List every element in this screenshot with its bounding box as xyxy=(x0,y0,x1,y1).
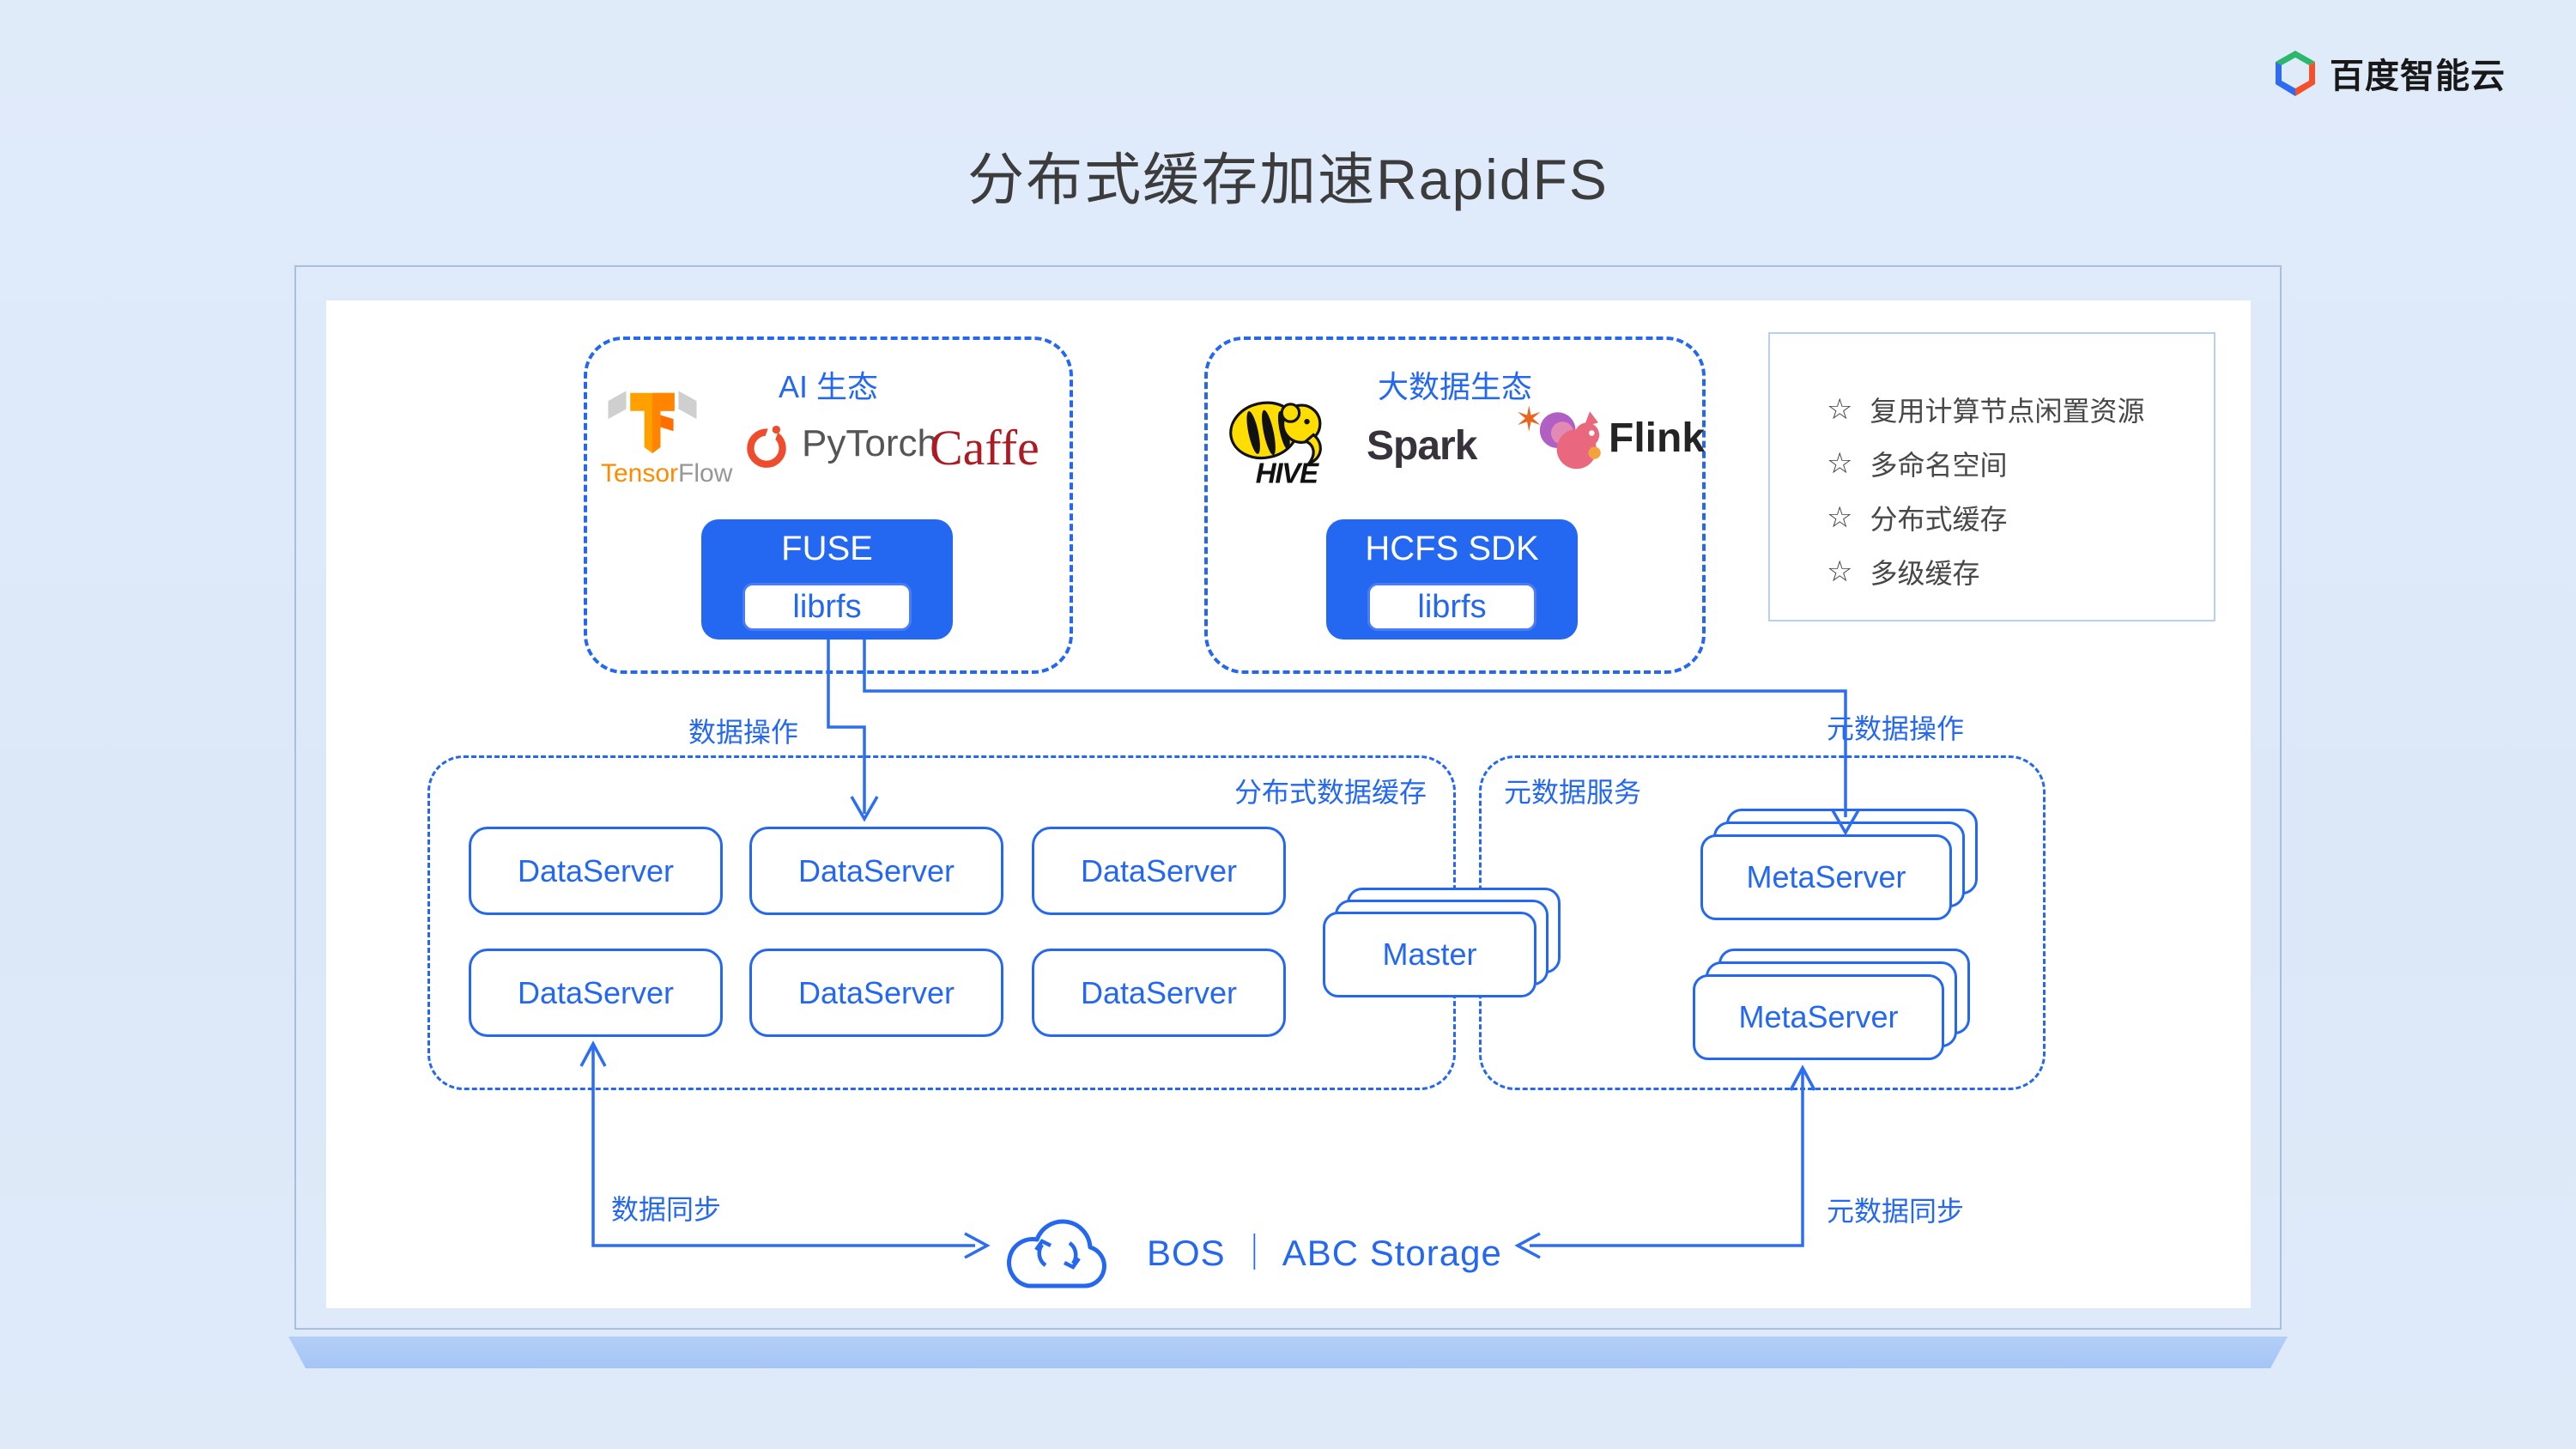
data-op-label: 数据操作 xyxy=(688,717,799,748)
feature-item: ☆ 复用计算节点闲置资源 xyxy=(1827,382,2214,436)
feature-item: ☆ 多命名空间 xyxy=(1827,436,2214,490)
dataserver-node: DataServer xyxy=(749,949,1003,1037)
bigdata-ecosystem-label: 大数据生态 xyxy=(1377,369,1532,404)
dataserver-node: DataServer xyxy=(469,949,723,1037)
star-icon: ☆ xyxy=(1827,500,1853,534)
spark-logo: Spark ✶ xyxy=(1367,401,1543,470)
flink-icon xyxy=(1539,411,1601,470)
caffe-logo: Caffe xyxy=(930,419,1039,476)
hive-logo: HIVE xyxy=(1221,386,1349,492)
hcfs-sdk-label: HCFS SDK xyxy=(1365,530,1539,567)
hive-icon: HIVE xyxy=(1229,401,1322,489)
feature-text: 分布式缓存 xyxy=(1870,503,2008,535)
feature-text: 复用计算节点闲置资源 xyxy=(1870,395,2145,427)
caffe-wordmark: Caffe xyxy=(930,420,1039,476)
dataserver-node: DataServer xyxy=(1032,949,1286,1037)
meta-sync-label: 元数据同步 xyxy=(1827,1196,1965,1227)
dataserver-node: DataServer xyxy=(1032,827,1286,915)
flink-wordmark: Flink xyxy=(1609,415,1706,461)
flink-logo: Flink xyxy=(1537,400,1705,476)
pytorch-logo: PyTorch xyxy=(740,417,938,470)
features-panel: ☆ 复用计算节点闲置资源 ☆ 多命名空间 ☆ 分布式缓存 ☆ 多级缓存 xyxy=(1768,332,2215,621)
data-sync-label: 数据同步 xyxy=(611,1194,722,1225)
feature-item: ☆ 多级缓存 xyxy=(1827,544,2214,598)
feature-text: 多级缓存 xyxy=(1870,557,1980,589)
metaserver-node: MetaServer xyxy=(1693,974,1944,1060)
feature-item: ☆ 分布式缓存 xyxy=(1827,490,2214,544)
fuse-box: FUSE librfs xyxy=(701,519,953,640)
tensorflow-logo: TensorFlow xyxy=(601,383,733,488)
metaserver-stack-bottom: MetaServer xyxy=(1693,949,1972,1062)
baidu-cloud-logo-icon xyxy=(2276,51,2315,96)
tensorflow-icon xyxy=(608,391,697,453)
dataserver-node: DataServer xyxy=(469,827,723,915)
metaserver-stack-top: MetaServer xyxy=(1700,809,1979,922)
ai-ecosystem-label: AI 生态 xyxy=(778,369,879,404)
star-icon: ☆ xyxy=(1827,446,1853,480)
metaserver-node: MetaServer xyxy=(1700,834,1952,920)
screen-frame xyxy=(294,265,2282,1330)
metadata-region-label: 元数据服务 xyxy=(1504,777,1642,808)
brand-logo: 百度智能云 xyxy=(2273,48,2506,98)
librfs-box-bigdata: librfs xyxy=(1367,583,1537,631)
cloud-sync-icon xyxy=(1007,1219,1106,1288)
tensorflow-wordmark: TensorFlow xyxy=(601,459,733,488)
screen-stand xyxy=(288,1337,2288,1368)
pytorch-wordmark: PyTorch xyxy=(802,422,938,464)
librfs-box-ai: librfs xyxy=(742,583,912,631)
hive-wordmark: HIVE xyxy=(1256,458,1319,488)
feature-text: 多命名空间 xyxy=(1870,449,2008,481)
meta-op-label: 元数据操作 xyxy=(1827,713,1965,744)
spark-star-icon: ✶ xyxy=(1514,401,1543,439)
master-stack: Master xyxy=(1323,888,1563,999)
page-title: 分布式缓存加速RapidFS xyxy=(967,148,1609,211)
librfs-label: librfs xyxy=(792,588,862,625)
pytorch-icon xyxy=(747,423,786,468)
star-icon: ☆ xyxy=(1827,392,1853,426)
hcfs-sdk-box: HCFS SDK librfs xyxy=(1326,519,1578,640)
librfs-label: librfs xyxy=(1417,588,1487,625)
master-node: Master xyxy=(1323,912,1537,997)
bigdata-ecosystem-box: 大数据生态 xyxy=(1204,336,1706,674)
star-icon: ☆ xyxy=(1827,555,1853,588)
fuse-label: FUSE xyxy=(781,530,873,567)
storage-label: BOS ｜ ABC Storage xyxy=(1147,1233,1502,1273)
dataserver-node: DataServer xyxy=(749,827,1003,915)
brand-name: 百度智能云 xyxy=(2330,58,2506,95)
cache-region-label: 分布式数据缓存 xyxy=(1234,777,1427,808)
spark-wordmark: Spark xyxy=(1367,423,1477,469)
